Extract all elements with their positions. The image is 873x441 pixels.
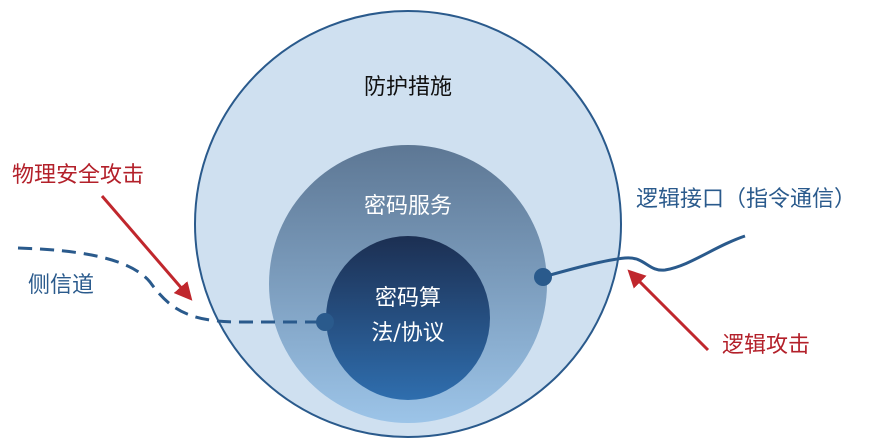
logical-interface-node xyxy=(534,268,552,286)
outer-label: 防护措施 xyxy=(364,75,452,100)
inner-label-line2: 法/协议 xyxy=(371,321,444,346)
logical-interface-label: 逻辑接口（指令通信） xyxy=(636,187,856,212)
side-channel-node xyxy=(316,313,334,331)
physical-attack-arrow xyxy=(100,195,193,301)
side-channel-line xyxy=(17,246,325,324)
logical-attack-label: 逻辑攻击 xyxy=(722,333,810,358)
side-channel-label: 侧信道 xyxy=(28,273,94,298)
middle-label: 密码服务 xyxy=(364,194,452,219)
logical-interface-line xyxy=(542,234,746,279)
inner-circle-crypto-algorithm xyxy=(326,236,490,400)
inner-label-line1: 密码算 xyxy=(375,286,441,311)
physical-attack-label: 物理安全攻击 xyxy=(12,163,144,188)
logical-attack-arrow xyxy=(627,269,710,352)
